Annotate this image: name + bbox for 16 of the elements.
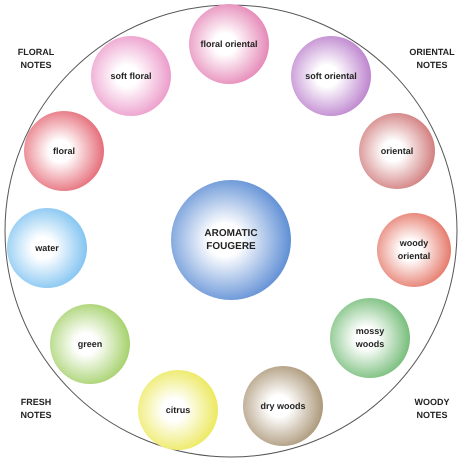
family-label: FRESH NOTES	[19, 396, 52, 422]
scent-label: citrus	[164, 404, 192, 416]
scent-label: woody oriental	[396, 237, 432, 263]
scent-label: dry woods	[259, 400, 306, 412]
scent-label: water	[34, 242, 60, 254]
scent-label: mossy woods	[354, 325, 386, 351]
family-label: WOODY NOTES	[414, 396, 450, 422]
scent-label: AROMATIC FOUGERE	[203, 227, 259, 253]
scent-label: green	[76, 338, 104, 350]
scent-label: oriental	[380, 144, 414, 158]
family-label: ORIENTAL NOTES	[408, 46, 456, 72]
scent-label: floral	[52, 144, 76, 158]
scent-label: floral oriental	[199, 38, 258, 50]
family-label: FLORAL NOTES	[16, 46, 56, 72]
scent-label: soft floral	[109, 70, 152, 82]
scent-label: soft oriental	[304, 70, 358, 82]
